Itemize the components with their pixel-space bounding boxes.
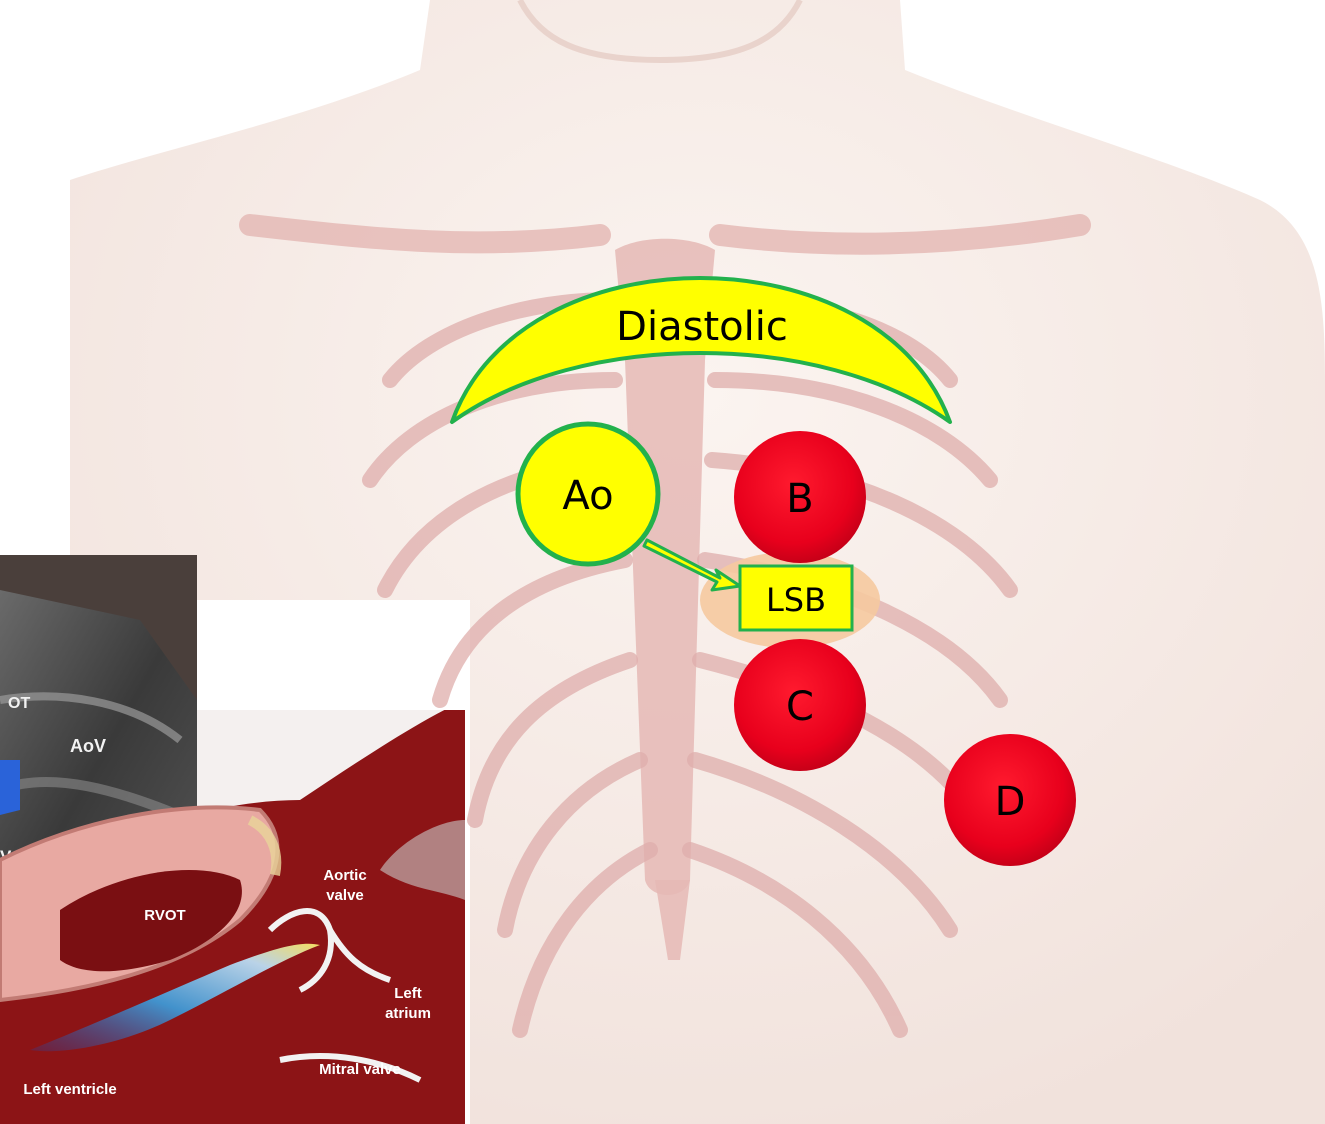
lsb-box: LSB — [740, 566, 852, 630]
label-left-ventricle: Left ventricle — [23, 1081, 116, 1098]
ao-label: Ao — [562, 473, 613, 519]
spot-d-label: D — [995, 779, 1026, 825]
label-aortic-valve-line2: valve — [326, 887, 364, 904]
spot-b: B — [734, 431, 866, 563]
spot-c-label: C — [786, 684, 814, 730]
ao-circle: Ao — [518, 424, 658, 564]
diastolic-label: Diastolic — [616, 304, 788, 350]
echo-label-aov: AoV — [70, 736, 106, 756]
lsb-label: LSB — [766, 581, 826, 619]
spot-b-label: B — [786, 476, 813, 522]
echo-label-rvot: OT — [8, 695, 30, 712]
label-rvot: RVOT — [144, 907, 185, 924]
spot-c: C — [734, 639, 866, 771]
label-left-atrium-line1: Left — [394, 985, 422, 1002]
label-mitral-valve: Mitral valve — [319, 1061, 401, 1078]
label-left-atrium-line2: atrium — [385, 1005, 431, 1022]
label-aortic-valve-line1: Aortic — [323, 867, 366, 884]
spot-d: D — [944, 734, 1076, 866]
